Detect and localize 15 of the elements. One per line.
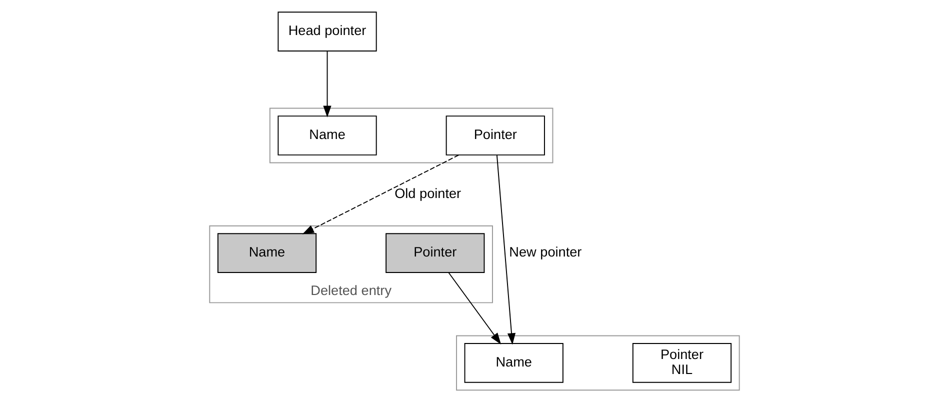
arrow xyxy=(496,154,516,345)
node-box: Head pointer xyxy=(277,12,376,52)
node-box: Name xyxy=(216,233,316,274)
node-box: Pointer NIL xyxy=(632,343,732,383)
arrow xyxy=(302,154,459,234)
arrow xyxy=(322,50,331,118)
arrow xyxy=(448,272,501,344)
node-box: Name xyxy=(464,343,563,383)
node-box: Pointer xyxy=(385,233,484,274)
edge-label: Old pointer xyxy=(394,186,461,201)
edge-label: New pointer xyxy=(508,244,582,260)
cluster xyxy=(456,335,740,391)
cluster xyxy=(268,108,553,164)
node-box: Name xyxy=(277,116,376,156)
node-box: Pointer xyxy=(445,116,544,156)
